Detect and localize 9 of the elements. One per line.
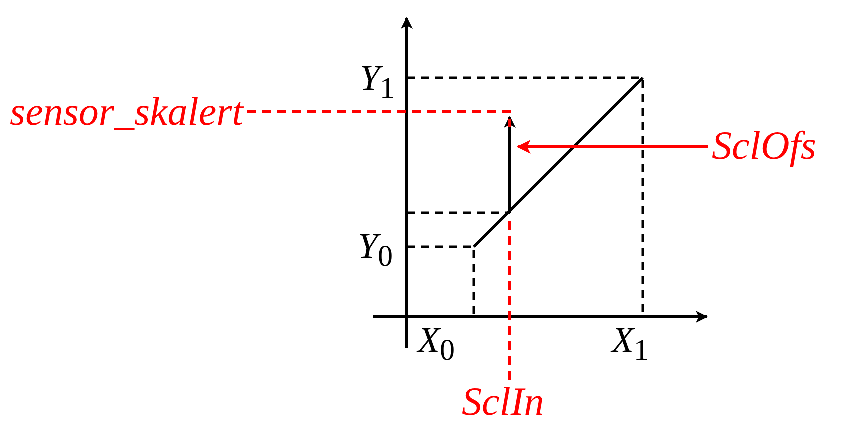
pointer-arrow [516,140,708,154]
leader-line [247,110,512,127]
axis-value-label: X$_{0}$ [418,320,455,370]
axis-value-label: Y$_{0}$ [358,226,394,276]
variable-label: SclOfs [712,126,816,166]
axis-value-label: X$_{1}$ [612,320,649,370]
variable-label: sensor_skalert [10,92,244,132]
variable-label: SclIn [462,382,544,422]
axis-value-label: Y$_{1}$ [360,58,396,108]
